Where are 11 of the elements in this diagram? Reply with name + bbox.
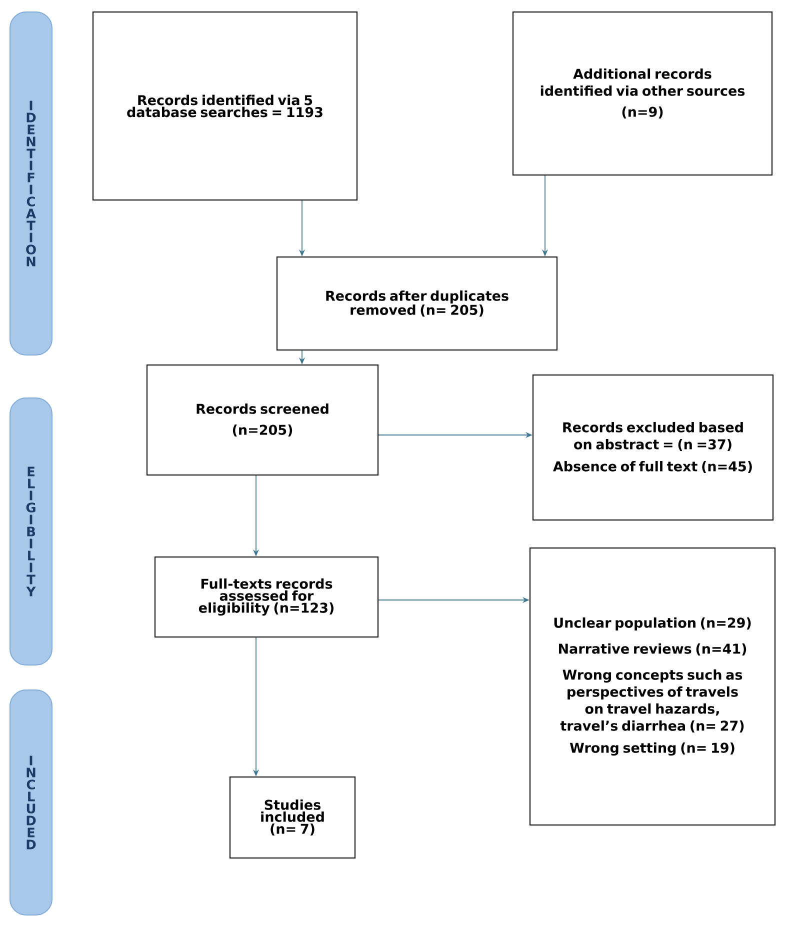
- process-box: Studies included (n= 7): [230, 776, 356, 858]
- process-box: Records screened (n=205): [146, 364, 378, 476]
- process-box: Unclear population (n=29) Narrative reviews (n=41) Wrong concepts such as perspectives of travels on travel hazards, travel’s diarrhea (n= 27) Wrong setting (n= 19): [530, 548, 776, 826]
- process-box: Records after duplicates removed (n= 205): [276, 256, 558, 350]
- process-box: Records identified via 5 database searches = 1193: [92, 12, 358, 200]
- phase-label-band: INCLUDED: [10, 690, 52, 916]
- process-box: Full-texts records assessed for eligibility (n=123): [154, 556, 378, 638]
- process-box: Additional records identified via other sources (n=9): [512, 12, 772, 176]
- process-box: Records excluded based on abstract = (n =37) Absence of full text (n=45): [532, 374, 774, 520]
- phase-label-band: IDENTIFICATION: [10, 12, 52, 356]
- phase-label-band: ELIGIBILITY: [10, 398, 52, 666]
